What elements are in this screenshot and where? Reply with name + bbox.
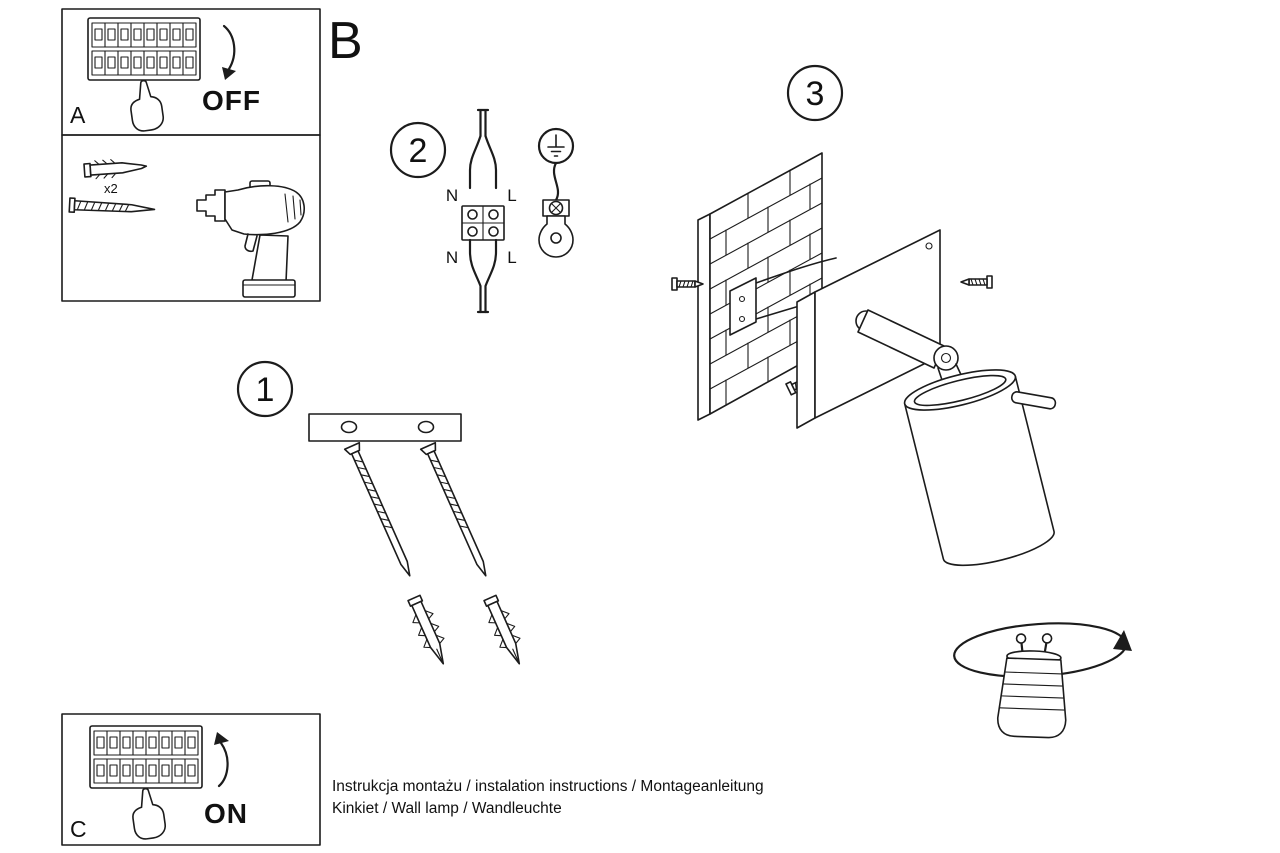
on-label: ON: [204, 798, 248, 829]
terminal-block: [461, 205, 505, 241]
wiring-diagram: N L N L: [446, 108, 517, 314]
drill-icon: [196, 180, 305, 298]
label-l-bottom: L: [507, 248, 516, 267]
off-label: OFF: [202, 85, 261, 116]
on-arrow-icon: [214, 732, 229, 788]
footer-line2: Kinkiet / Wall lamp / Wandleuchte: [332, 800, 562, 817]
step-3-badge: [786, 64, 844, 122]
panel-c-label: C: [70, 816, 87, 842]
panel-a-label: A: [70, 102, 86, 128]
wall-bracket: [729, 257, 837, 336]
circuit-breaker-icon: [89, 725, 203, 789]
step-2-group: 2 N L N L: [389, 108, 575, 314]
panel-a: OFF A: [61, 8, 321, 136]
ground-symbol-icon: [537, 127, 575, 165]
mounting-screw: [343, 441, 418, 580]
ground-clamp-icon: [538, 161, 574, 258]
gu10-bulb-icon: [996, 633, 1067, 739]
hand-icon: [128, 785, 168, 842]
wall-anchor: [479, 592, 531, 670]
fixing-screw: [960, 275, 993, 289]
label-n-bottom: N: [446, 248, 458, 267]
off-arrow-icon: [222, 24, 236, 80]
step-1-number: 1: [256, 371, 275, 409]
screw-icon: [68, 197, 156, 214]
step-2-badge: [389, 121, 447, 179]
anchor-count-label: x2: [104, 181, 118, 196]
section-b-label: B: [328, 12, 363, 70]
lamp-shade: [903, 369, 1055, 567]
circuit-breaker-icon: [87, 17, 201, 81]
step-1-badge: [236, 360, 294, 418]
step-1-group: 1: [236, 360, 531, 670]
brick-wall: [697, 152, 823, 421]
step-3-number: 3: [806, 75, 825, 113]
label-l-top: L: [507, 186, 516, 205]
tools-panel: x2: [61, 134, 321, 302]
mounting-bracket: [308, 413, 462, 442]
footer-line1: Instrukcja montażu / instalation instruc…: [332, 778, 764, 795]
panel-c: ON C: [61, 713, 321, 846]
wall-plug-icon: [83, 159, 148, 180]
hand-icon: [126, 77, 166, 134]
step-2-number: 2: [409, 132, 428, 170]
label-n-top: N: [446, 186, 458, 205]
mounting-screw: [419, 441, 494, 580]
lamp-arm: [855, 309, 964, 387]
wall-anchor: [403, 592, 455, 670]
step-3-group: 3: [671, 64, 1132, 739]
adjust-knob: [1010, 391, 1057, 410]
